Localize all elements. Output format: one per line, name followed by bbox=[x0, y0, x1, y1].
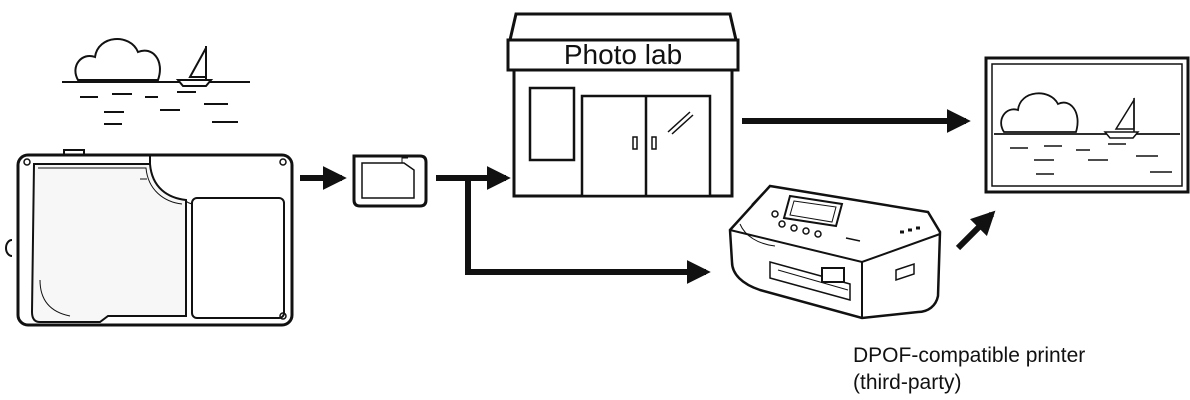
photo-lab-building-icon bbox=[506, 12, 740, 198]
camera-icon bbox=[5, 149, 294, 327]
arrow-icon bbox=[436, 166, 711, 284]
printer-caption-line1: DPOF-compatible printer bbox=[853, 344, 1086, 367]
scene-icon bbox=[62, 38, 250, 125]
printer-caption: DPOF-compatible printer (third-party) bbox=[853, 342, 1085, 396]
printed-photo-icon bbox=[984, 56, 1190, 194]
printer-icon bbox=[728, 184, 942, 320]
printer-caption-line2: (third-party) bbox=[853, 371, 962, 394]
memory-card-icon bbox=[352, 154, 428, 208]
arrow-icon bbox=[955, 210, 996, 251]
photo-lab-sign-label: Photo lab bbox=[564, 39, 682, 70]
